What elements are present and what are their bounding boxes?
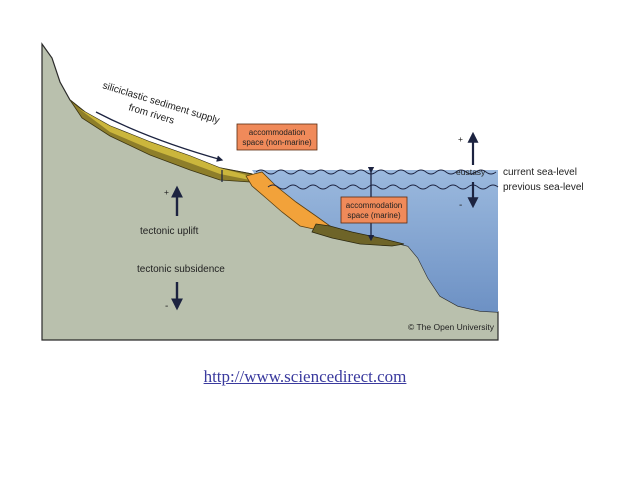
sea-water: [252, 170, 498, 312]
tectonic-uplift-label: tectonic uplift: [140, 226, 199, 237]
subsidence-minus: -: [165, 301, 168, 312]
uplift-plus: +: [164, 187, 169, 197]
accommodation-nonmarine-label-line1: accommodation: [249, 128, 305, 137]
previous-sea-level-label: previous sea-level: [503, 182, 584, 193]
nonmarine-sediment-top: [78, 108, 250, 180]
current-sea-level-line: [255, 169, 497, 175]
eustasy-label: eustasy: [456, 167, 486, 177]
marine-sediment-olive: [311, 223, 405, 247]
copyright-label: © The Open University: [408, 322, 495, 332]
tectonic-subsidence-label: tectonic subsidence: [137, 264, 225, 275]
eustasy-plus: +: [458, 134, 463, 144]
accommodation-nonmarine-box: [236, 123, 318, 151]
accommodation-marine-label-line2: space (marine): [347, 211, 401, 220]
previous-sea-level-line: [267, 184, 499, 190]
sediment-supply-arrow: [95, 111, 224, 162]
accommodation-marine-label-line1: accommodation: [346, 201, 402, 210]
source-link[interactable]: http://www.sciencedirect.com: [203, 367, 407, 386]
accommodation-nonmarine-label-line2: space (non-marine): [242, 138, 312, 147]
eustasy-minus: -: [459, 200, 462, 211]
current-sea-level-label: current sea-level: [503, 167, 577, 178]
accommodation-marine-box: [340, 196, 408, 224]
